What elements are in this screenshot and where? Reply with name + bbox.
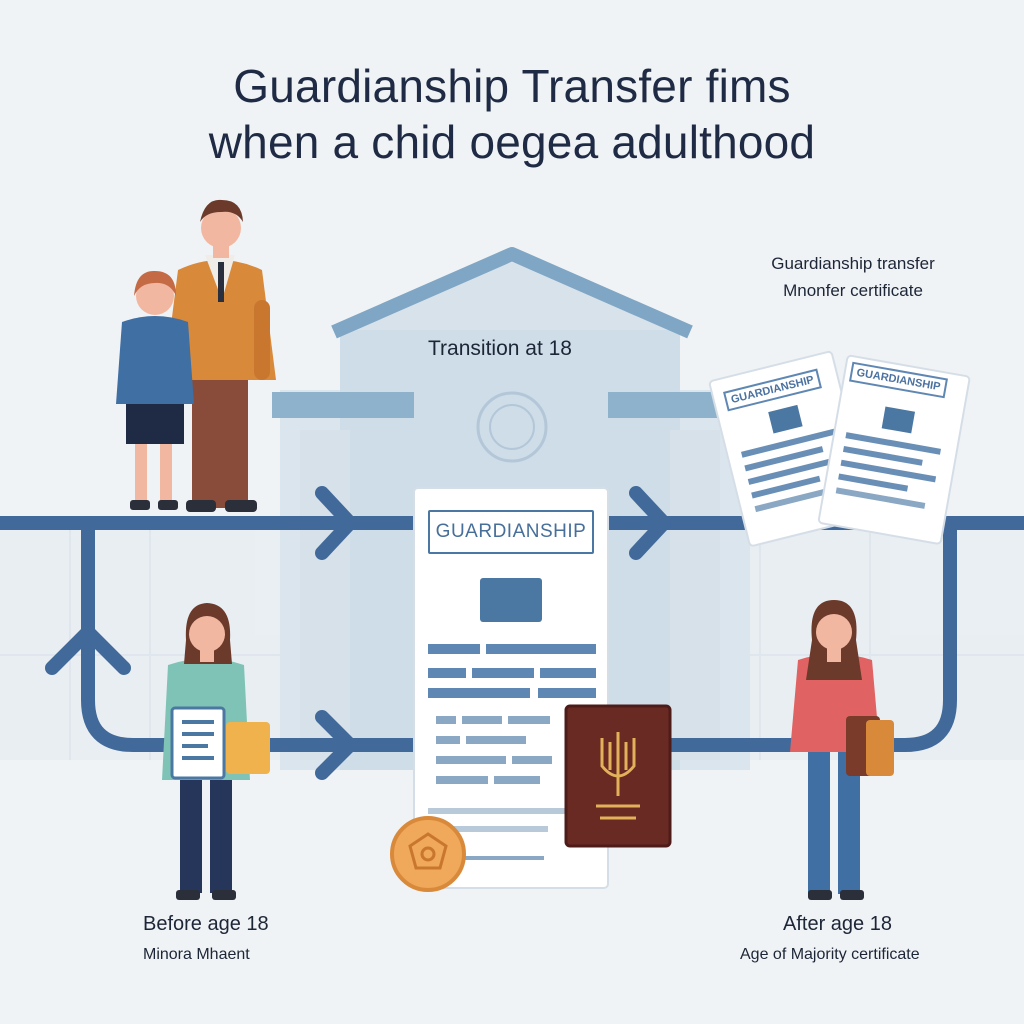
minor-person-icon <box>162 603 270 900</box>
document-icon <box>413 487 609 889</box>
seal-icon <box>390 816 466 892</box>
after-label: After age 18 <box>783 913 892 935</box>
arrow-up-icon <box>45 625 131 675</box>
passport-icon <box>564 704 672 848</box>
certificate-label: Guardianship transfer Mnonfer certificat… <box>771 254 935 300</box>
after-sub-label: Age of Majority certificate <box>740 946 920 963</box>
transition-label: Transition at 18 <box>428 337 572 360</box>
diagram-title: Guardianship Transfer fims when a chid o… <box>0 58 1024 170</box>
title-line-2: when a chid oegea adulthood <box>208 116 816 168</box>
title-line-1: Guardianship Transfer fims <box>233 60 791 112</box>
adult-person-icon <box>790 600 894 900</box>
before-sub-label: Minora Mhaent <box>143 946 250 963</box>
child-icon <box>116 270 194 510</box>
arrow-right-icon <box>315 486 671 780</box>
before-label: Before age 18 <box>143 913 269 935</box>
document-title: GUARDIANSHIP <box>428 510 594 554</box>
guardian-parent-icon <box>164 199 276 512</box>
